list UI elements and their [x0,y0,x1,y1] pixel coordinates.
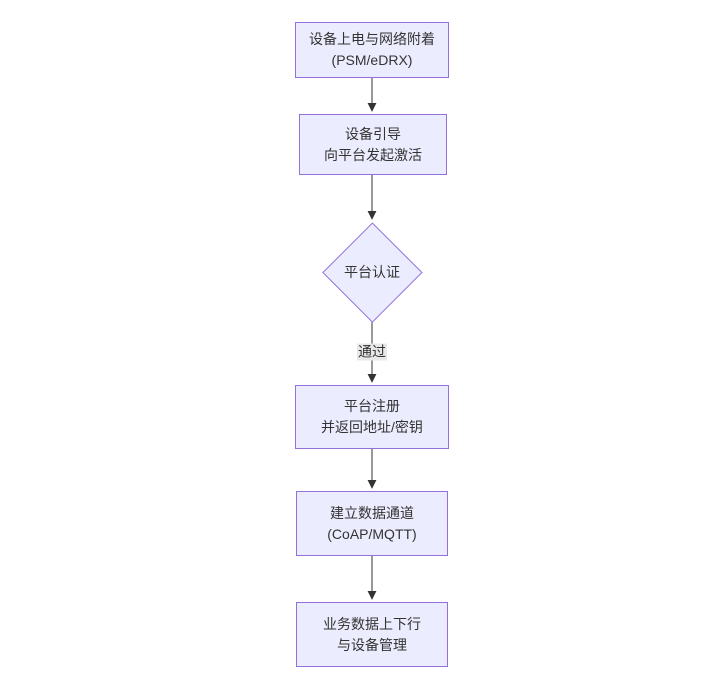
node-label-line: 与设备管理 [337,636,407,653]
node-label-line: 向平台发起激活 [324,146,422,163]
node-label-line: 平台认证 [344,264,400,280]
node-label-line: 并返回地址/密钥 [321,419,423,435]
node-label-line: 平台注册 [344,398,400,414]
node-label-line: 业务数据上下行 [323,615,421,632]
node-power-on-network-attach: 设备上电与网络附着 (PSM/eDRX) [295,22,449,78]
node-platform-register: 平台注册 并返回地址/密钥 [295,385,449,449]
node-label-line: 建立数据通道 [330,504,414,521]
node-label-line: (PSM/eDRX) [331,52,413,68]
node-label-line: 设备引导 [345,125,401,142]
node-device-bootstrap: 设备引导 向平台发起激活 [299,114,447,175]
node-label-line: 设备上电与网络附着 [309,31,435,47]
node-business-data: 业务数据上下行 与设备管理 [296,602,448,667]
node-data-channel: 建立数据通道 (CoAP/MQTT) [296,491,448,556]
decision-platform-auth: 平台认证 [321,221,423,323]
node-label-line: (CoAP/MQTT) [327,525,417,542]
edge-label-pass: 通过 [357,343,387,361]
